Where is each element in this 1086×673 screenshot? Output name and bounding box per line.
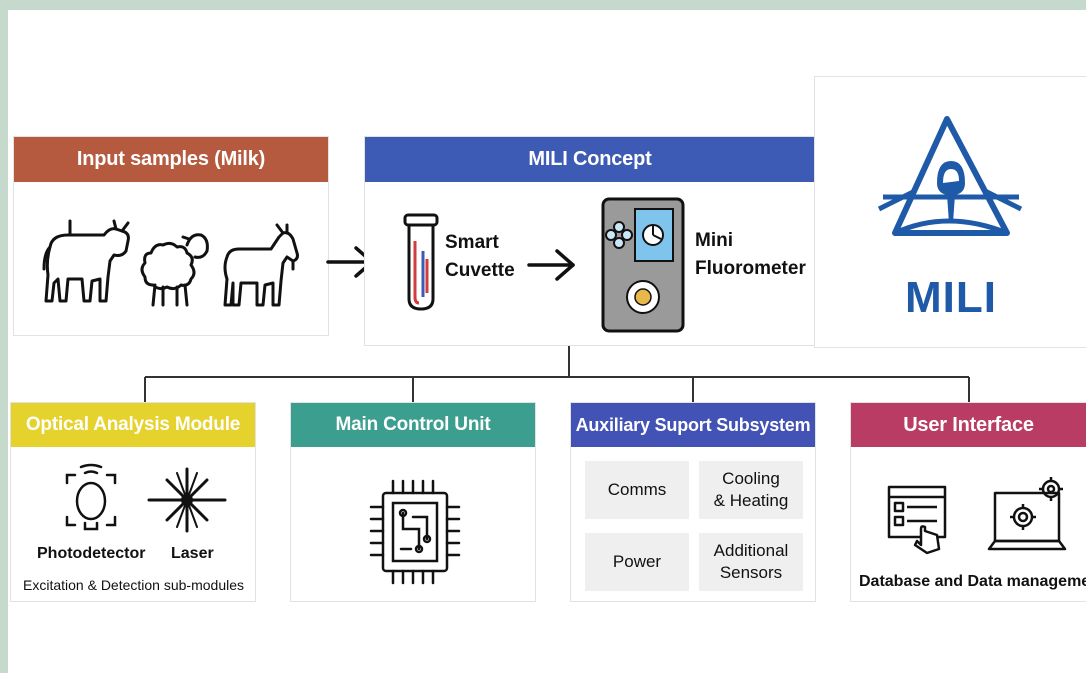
mini-fluorometer-label-2: Fluorometer — [695, 258, 806, 279]
goat-icon — [223, 223, 299, 307]
aux-cell-power: Power — [585, 533, 689, 591]
mili-logo-panel: MILI — [814, 76, 1086, 348]
cow-icon — [42, 219, 130, 303]
user-interface-caption: Database and Data management — [859, 573, 1086, 590]
photodetector-label: Photodetector — [37, 545, 146, 562]
control-unit-title: Main Control Unit — [291, 403, 535, 447]
mili-logo-text: MILI — [905, 273, 997, 322]
input-samples-title: Input samples (Milk) — [14, 137, 328, 182]
smart-cuvette-label-2: Cuvette — [445, 260, 515, 281]
user-interface-title: User Interface — [851, 403, 1086, 447]
fluorometer-device-icon — [601, 197, 685, 333]
laser-label: Laser — [171, 545, 214, 562]
optical-module-box: Optical Analysis Module Photodetector La… — [10, 402, 256, 602]
database-form-icon — [887, 485, 947, 555]
sheep-icon — [140, 233, 209, 307]
mili-concept-title: MILI Concept — [365, 137, 815, 182]
aux-cell-cooling: Cooling & Heating — [699, 461, 803, 519]
user-interface-box: User Interface Database and Data managem… — [850, 402, 1086, 602]
control-unit-box: Main Control Unit — [290, 402, 536, 602]
aux-subsystem-box: Auxiliary Suport Subsystem Comms Cooling… — [570, 402, 816, 602]
mini-fluorometer-label-1: Mini — [695, 230, 733, 251]
input-samples-box: Input samples (Milk) — [13, 136, 329, 336]
photodetector-icon — [65, 463, 117, 531]
optical-caption: Excitation & Detection sub-modules — [23, 577, 244, 593]
laptop-settings-icon — [987, 477, 1067, 551]
test-tube-icon — [403, 213, 439, 311]
optical-module-title: Optical Analysis Module — [11, 403, 255, 447]
laser-icon — [147, 467, 227, 533]
mili-concept-box: MILI Concept Smart Cuvette Mini Fluorome… — [364, 136, 816, 346]
aux-subsystem-title: Auxiliary Suport Subsystem — [571, 403, 815, 447]
frame-top — [0, 0, 1086, 10]
smart-cuvette-label-1: Smart — [445, 232, 499, 253]
microchip-icon — [369, 479, 461, 585]
mili-logo-icon — [877, 116, 1023, 236]
aux-cell-sensors: Additional Sensors — [699, 533, 803, 591]
arrow-right-icon-2 — [527, 249, 575, 281]
frame-left — [0, 0, 8, 673]
aux-cell-comms: Comms — [585, 461, 689, 519]
